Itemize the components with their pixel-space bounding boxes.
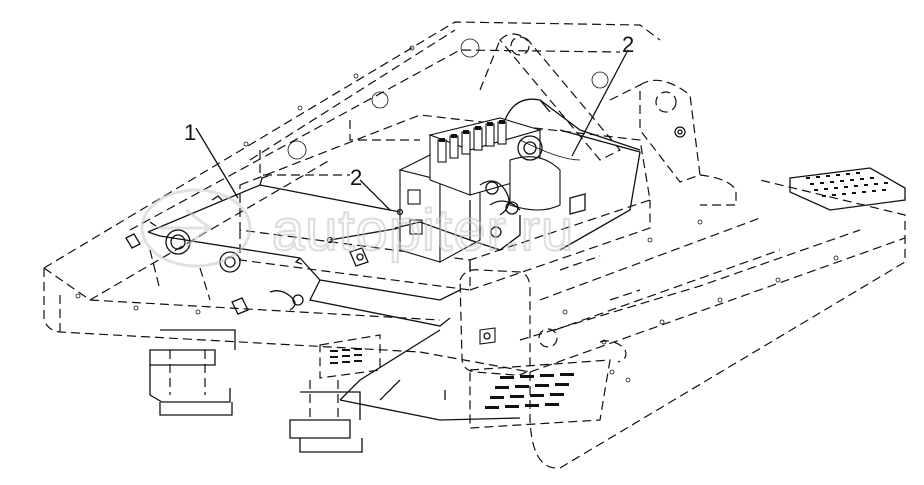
right-grate-plate <box>789 167 906 211</box>
left-deck-details <box>125 229 369 315</box>
center-grate <box>319 334 381 379</box>
hydraulic-tank <box>459 269 531 376</box>
right-track-frame <box>419 179 906 469</box>
callout-2-right: 2 <box>571 32 634 157</box>
wiring-harness <box>147 129 641 421</box>
watermark-logo-icon <box>140 188 252 268</box>
left-track-frame <box>43 21 661 353</box>
callout-1: 1 <box>184 120 239 199</box>
boom-mount <box>479 33 737 206</box>
center-deck <box>239 38 651 291</box>
watermark: autopiter.ru <box>140 188 574 268</box>
callout-2-left: 2 <box>350 165 391 211</box>
left-track-supports <box>149 329 363 453</box>
callout-2-right-label: 2 <box>622 32 634 57</box>
callout-2-left-label: 2 <box>350 165 362 190</box>
right-deck-details <box>538 255 641 383</box>
control-valve-assembly <box>398 98 641 263</box>
bottom-grate-plate <box>469 359 611 429</box>
watermark-text: autopiter.ru <box>272 198 574 263</box>
callout-1-label: 1 <box>184 120 196 145</box>
